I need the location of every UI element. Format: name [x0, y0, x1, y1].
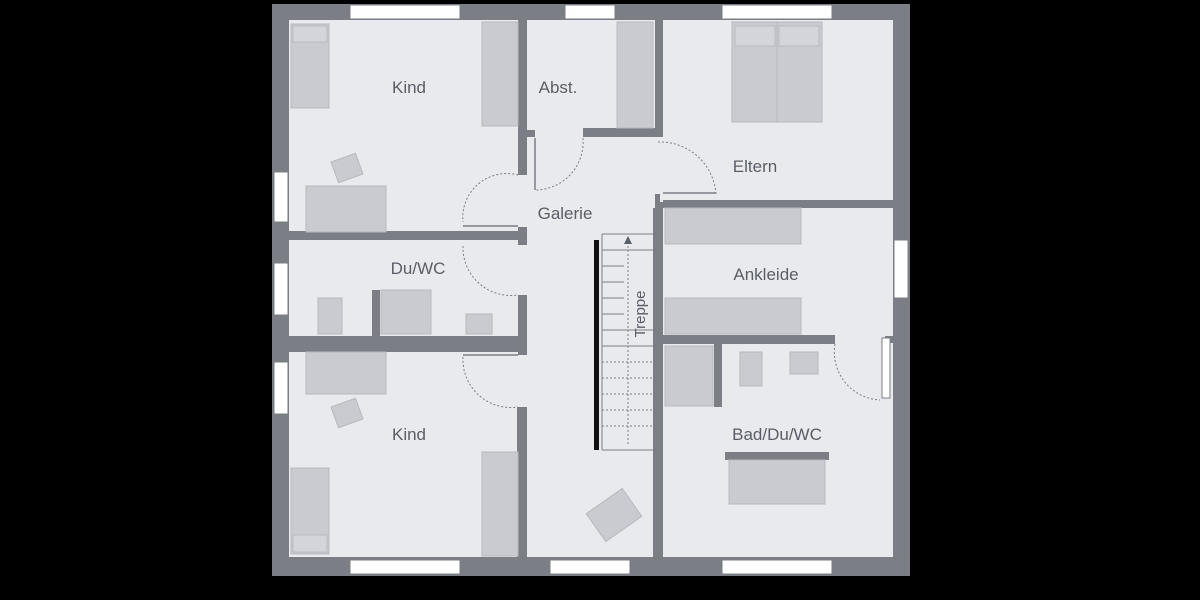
desk-kind-top	[305, 185, 387, 233]
wall-ankleide-bottom	[663, 335, 835, 344]
bathtub-bad	[728, 459, 826, 505]
chair-kind-bottom	[330, 397, 364, 429]
armchair-galerie	[585, 487, 643, 543]
door-bad	[833, 343, 881, 401]
window-top-3	[721, 4, 833, 20]
window-bottom-1	[349, 559, 461, 575]
wall-du-kind	[289, 341, 518, 352]
window-top-1	[349, 4, 461, 20]
opening-eltern	[653, 137, 665, 194]
furniture-abst	[616, 21, 654, 129]
wall-abst-bottom	[583, 128, 655, 137]
shower-du-wc	[380, 289, 432, 335]
label-galerie: Galerie	[538, 204, 593, 223]
window-bottom-3	[721, 559, 833, 575]
stairs	[593, 233, 653, 451]
opening-du-wc	[517, 245, 529, 295]
window-right-1	[893, 239, 909, 299]
window-right-2	[881, 337, 891, 399]
label-kind-bottom: Kind	[392, 425, 426, 444]
label-treppe: Treppe	[632, 291, 649, 338]
room-labels: Kind Abst. Eltern Galerie Du/WC Ankleide…	[391, 78, 822, 444]
opening-kind-top	[517, 175, 529, 227]
furniture-kind-top	[290, 21, 519, 233]
furniture-bad	[664, 345, 829, 505]
toilet-bad	[739, 351, 763, 387]
label-bad: Bad/Du/WC	[732, 425, 822, 444]
wall-du-partition	[372, 290, 380, 342]
label-ankleide: Ankleide	[733, 265, 798, 284]
wall-bad-partition	[714, 343, 722, 407]
window-left-1	[273, 171, 289, 223]
furniture-kind-bottom	[290, 351, 519, 557]
label-eltern: Eltern	[733, 157, 777, 176]
sink-du-wc	[465, 313, 493, 335]
doors	[462, 137, 881, 409]
stair-railing	[594, 240, 599, 450]
furniture-du-wc	[317, 289, 493, 335]
window-left-2	[273, 262, 289, 316]
opening-abst	[535, 128, 585, 140]
label-kind-top: Kind	[392, 78, 426, 97]
sink-bad	[789, 351, 819, 375]
furniture-eltern	[731, 21, 823, 123]
window-top-2	[564, 4, 616, 20]
label-du-wc: Du/WC	[391, 259, 446, 278]
wardrobe-kind-bottom	[481, 451, 519, 557]
opening-kind-bottom	[517, 355, 529, 407]
wall-kind-galerie	[517, 407, 527, 557]
shelf-abst	[616, 21, 654, 129]
door-abst	[534, 137, 584, 191]
wall-stair-right	[653, 208, 663, 558]
wall-kind-du	[289, 231, 518, 240]
wall-bath	[725, 452, 829, 460]
window-bottom-2	[549, 559, 631, 575]
furniture-ankleide	[664, 207, 802, 335]
toilet-du-wc	[317, 297, 343, 335]
opening-bad	[835, 335, 885, 347]
stair-direction-arrow-icon	[624, 236, 632, 244]
windows	[273, 4, 909, 575]
wardrobe-ankleide-top	[664, 207, 802, 245]
furniture-galerie	[585, 487, 643, 543]
inner-walls	[289, 128, 835, 558]
chair-kind-top	[330, 152, 364, 184]
wardrobe-ankleide-bottom	[664, 297, 802, 335]
wall-ankleide-top	[663, 200, 809, 208]
wardrobe-kind-top	[481, 21, 519, 127]
desk-kind-bottom	[305, 351, 387, 395]
window-left-3	[273, 361, 289, 415]
label-abst: Abst.	[539, 78, 578, 97]
door-du-wc	[462, 245, 519, 296]
shower-bad	[664, 345, 714, 407]
